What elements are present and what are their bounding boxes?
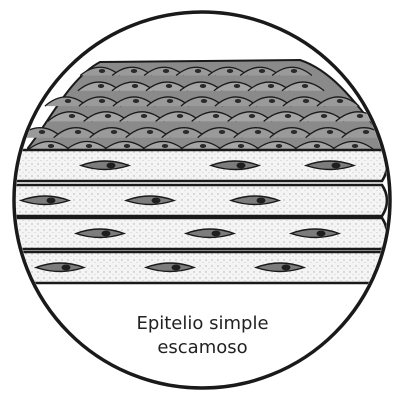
surface-nucleus (363, 130, 369, 134)
surface-nucleus (357, 114, 363, 118)
surface-nucleus (86, 144, 92, 148)
surface-nucleus (39, 130, 45, 134)
surface-nucleus (99, 69, 105, 73)
surface-nucleus (98, 84, 104, 88)
surface-nucleus (337, 99, 343, 103)
surface-nucleus (291, 130, 297, 134)
surface-nucleus (177, 114, 183, 118)
surface-nucleus (352, 144, 358, 148)
surface-nucleus (269, 99, 275, 103)
cell-layers (12, 150, 387, 283)
nucleolus (317, 231, 326, 237)
surface-nucleus (183, 130, 189, 134)
surface-nucleus (75, 130, 81, 134)
cell-layer-2 (12, 185, 387, 216)
surface-nucleus (249, 114, 255, 118)
nucleolus (237, 163, 246, 169)
nucleolus (107, 163, 116, 169)
cell-layer-4 (12, 252, 387, 283)
surface-nucleus (48, 144, 54, 148)
surface-nucleus (268, 84, 274, 88)
surface-nucleus (291, 69, 297, 73)
surface-nucleus (238, 144, 244, 148)
surface-nucleus (195, 69, 201, 73)
surface-nucleus (285, 114, 291, 118)
surface-nucleus (99, 99, 105, 103)
surface-nucleus (131, 69, 137, 73)
surface-nucleus (227, 69, 233, 73)
surface-nucleus (167, 99, 173, 103)
cell-layer-1 (12, 150, 387, 181)
nucleolus (172, 265, 181, 271)
caption-line-2: escamoso (100, 336, 305, 360)
surface-nucleus (259, 69, 265, 73)
surface-nucleus (219, 130, 225, 134)
surface-nucleus (235, 99, 241, 103)
nucleolus (152, 198, 161, 204)
surface-nucleus (111, 130, 117, 134)
surface-nucleus (69, 114, 75, 118)
surface-nucleus (105, 114, 111, 118)
caption: Epitelio simple escamoso (100, 312, 305, 360)
surface-nucleus (201, 99, 207, 103)
surface-nucleus (255, 130, 261, 134)
nucleolus (47, 198, 56, 204)
surface-nucleus (163, 69, 169, 73)
surface-nucleus (303, 99, 309, 103)
surface-nucleus (65, 99, 71, 103)
surface-nucleus (200, 84, 206, 88)
surface-nucleus (124, 144, 130, 148)
surface-nucleus (276, 144, 282, 148)
surface-nucleus (321, 114, 327, 118)
surface-nucleus (200, 144, 206, 148)
surface-nucleus (213, 114, 219, 118)
surface-nucleus (314, 144, 320, 148)
surface-nucleus (147, 130, 153, 134)
nucleolus (257, 198, 266, 204)
surface-nucleus (302, 84, 308, 88)
nucleolus (62, 265, 71, 271)
nucleolus (212, 231, 221, 237)
surface-nucleus (133, 99, 139, 103)
surface-nucleus (162, 144, 168, 148)
surface-nucleus (234, 84, 240, 88)
nucleolus (282, 265, 291, 271)
nucleolus (102, 231, 111, 237)
caption-line-1: Epitelio simple (100, 312, 305, 336)
nucleolus (332, 163, 341, 169)
surface-nucleus (132, 84, 138, 88)
cell-layer-3 (12, 218, 387, 249)
surface-nucleus (327, 130, 333, 134)
surface-nucleus (141, 114, 147, 118)
surface-nucleus (166, 84, 172, 88)
